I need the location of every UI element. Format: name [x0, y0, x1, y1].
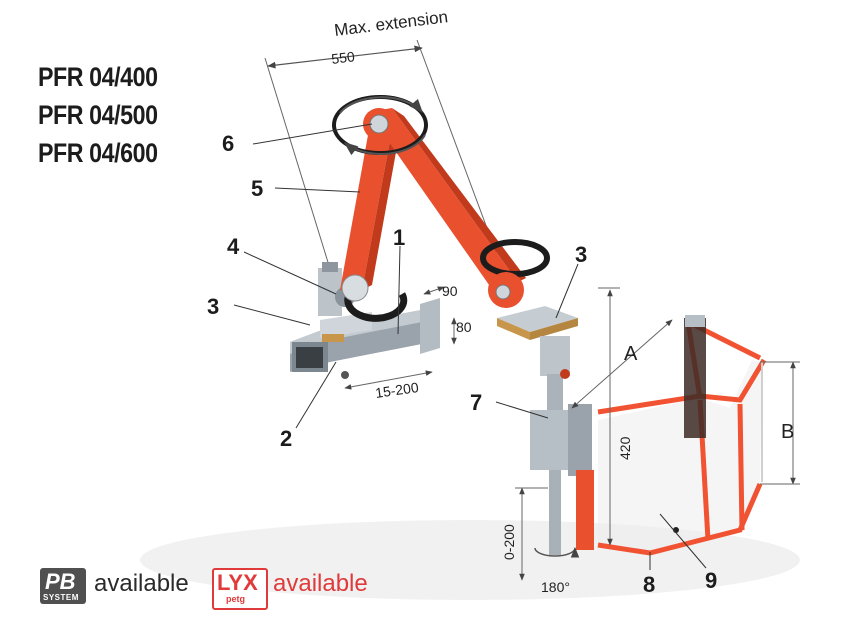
model-name: PFR 04/600	[38, 138, 158, 168]
vertical-post	[497, 306, 594, 558]
callout-8: 8	[643, 572, 655, 597]
dim-0-200-label: 0-200	[501, 524, 517, 560]
pb-available-text: available	[94, 570, 189, 597]
callout-9: 9	[705, 568, 717, 593]
dimension-lines	[344, 286, 800, 581]
dim-80-label: 80	[456, 319, 472, 335]
callout-2: 2	[280, 426, 292, 451]
callout-7: 7	[470, 390, 482, 415]
model-name: PFR 04/500	[38, 100, 158, 130]
elbow-joint	[480, 239, 550, 308]
callout-4: 4	[227, 234, 240, 259]
dim-a-label: A	[624, 343, 638, 365]
model-list: PFR 04/400 PFR 04/500 PFR 04/600	[38, 58, 177, 172]
callout-5: 5	[251, 176, 263, 201]
callout-leaders	[233, 123, 707, 570]
max-extension-value: 550	[330, 48, 355, 67]
dim-420-label: 420	[617, 436, 633, 460]
dim-b-label: B	[781, 421, 794, 443]
callout-1: 1	[393, 225, 405, 250]
guard-frame	[597, 315, 767, 556]
lyx-petg-logo: LYX petg	[212, 568, 268, 610]
max-extension-label: Max. extension	[333, 7, 449, 40]
model-name: PFR 04/400	[38, 62, 158, 92]
rotation-label: 180°	[541, 579, 570, 595]
arm-upper-link	[368, 108, 526, 292]
callout-3-right: 3	[575, 242, 587, 267]
callout-3-left: 3	[207, 294, 219, 319]
arm-lower-link	[340, 124, 400, 302]
pb-system-logo: PB SYSTEM	[40, 568, 86, 604]
lyx-available-text: available	[273, 570, 368, 597]
callout-6: 6	[222, 131, 234, 156]
dim-90-label: 90	[442, 283, 458, 299]
dim-15-200-label: 15-200	[374, 379, 420, 401]
callout-numbers: 1 2 3 3 4 5 6 7 8 9	[207, 131, 717, 597]
